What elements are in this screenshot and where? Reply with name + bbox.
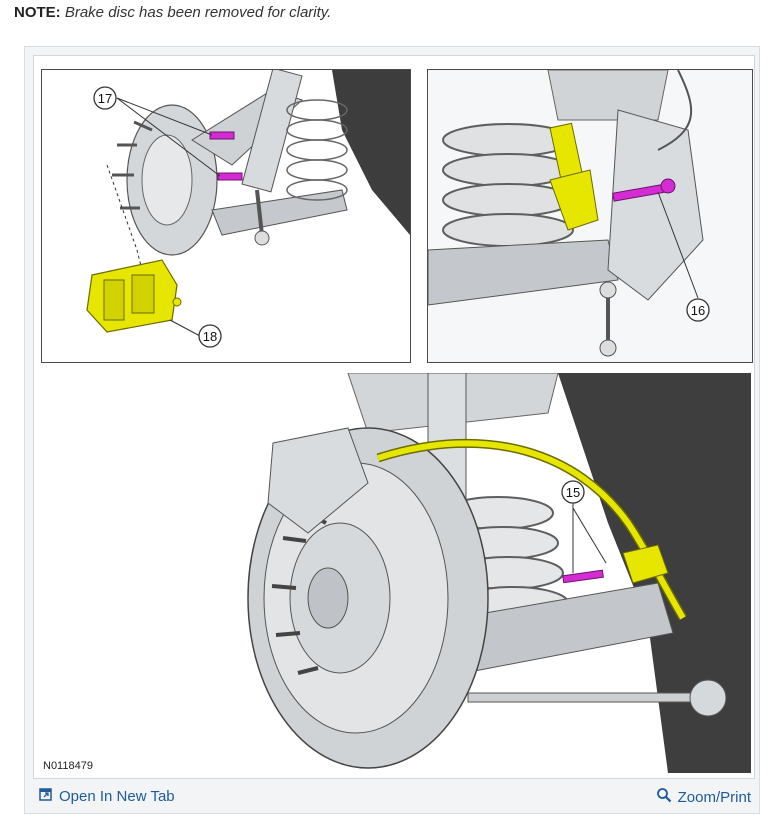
note-text: Brake disc has been removed for clarity. (64, 4, 332, 21)
caliper-illustration: 17 18 (86, 70, 410, 348)
callout-18: 18 (203, 329, 217, 344)
open-new-tab-link[interactable]: Open In New Tab (39, 787, 175, 805)
figure-actions: Open In New Tab Zoom/Print (25, 781, 759, 813)
magnifier-icon (656, 787, 672, 807)
panel-stabilizer-bolt: 15 (228, 373, 751, 773)
open-new-tab-label: Open In New Tab (59, 787, 175, 805)
open-new-tab-icon (39, 787, 53, 805)
figure-image: 17 18 (33, 55, 755, 779)
shock-bolt-illustration: 16 (428, 70, 752, 362)
note-label: NOTE: (14, 4, 61, 21)
zoom-print-label: Zoom/Print (677, 788, 751, 806)
callout-16: 16 (691, 303, 705, 318)
figure-frame: 17 18 (24, 46, 760, 814)
zoom-print-link[interactable]: Zoom/Print (656, 787, 751, 807)
callout-15: 15 (566, 485, 580, 500)
callout-17: 17 (98, 91, 112, 106)
panel-caliper-removal: 17 18 (41, 69, 411, 363)
figure-id: N0118479 (43, 760, 93, 772)
hub-illustration: 15 (228, 373, 751, 773)
note-line: NOTE: Brake disc has been removed for cl… (14, 4, 331, 21)
panel-shock-bolt: 16 (427, 69, 753, 363)
